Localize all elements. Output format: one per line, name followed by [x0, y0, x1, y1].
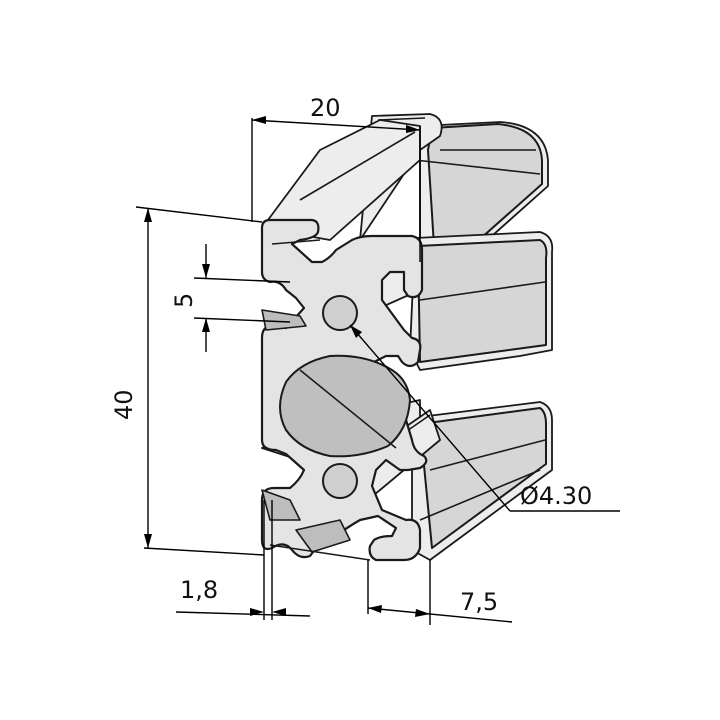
dimension-width: 20: [251, 94, 421, 262]
height-label: 40: [110, 389, 138, 420]
extrusion-body: [260, 113, 554, 562]
slot-label: 5: [170, 293, 198, 308]
dimension-wall: 1,8: [175, 500, 311, 620]
flange-label: 7,5: [460, 588, 498, 616]
dimension-flange: 7,5: [367, 560, 513, 625]
width-label: 20: [310, 94, 341, 122]
wall-label: 1,8: [180, 576, 218, 604]
dimension-slot: 5: [170, 244, 291, 352]
dimension-height: 40: [110, 206, 265, 556]
hole-label: Ø4.30: [520, 482, 592, 510]
dimension-hole: Ø4.30: [349, 324, 620, 512]
